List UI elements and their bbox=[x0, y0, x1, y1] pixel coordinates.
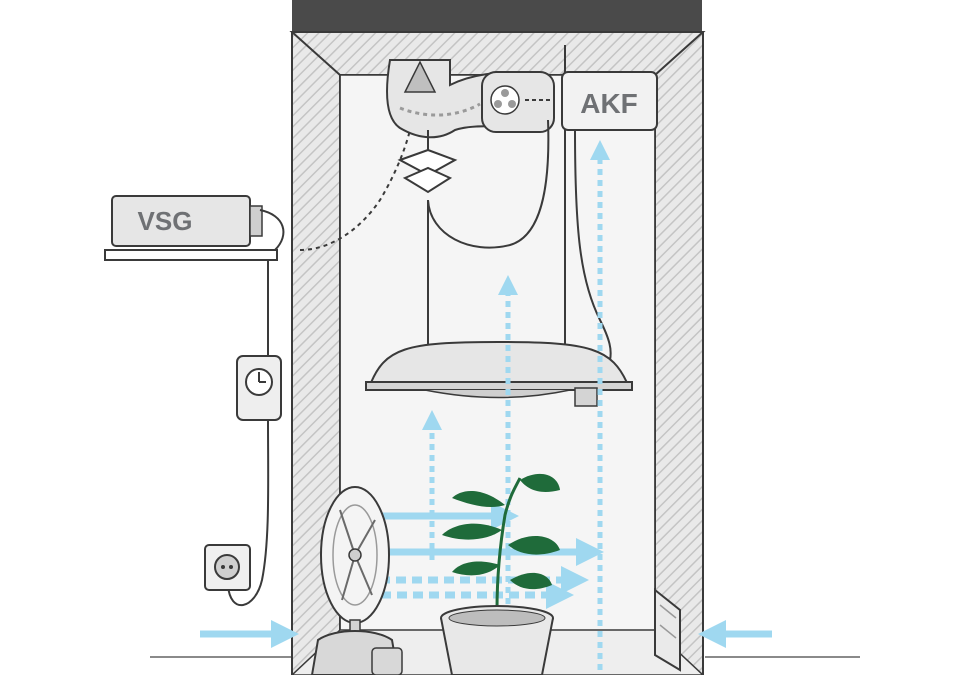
leaf-icon bbox=[508, 535, 560, 555]
grow-lamp-reflector bbox=[365, 340, 633, 407]
plant-pot-icon bbox=[440, 605, 554, 675]
tent-top-bar bbox=[292, 0, 702, 32]
fan-power-cable bbox=[427, 119, 550, 249]
vsg-label: VSG bbox=[138, 206, 193, 236]
lamp-bulb bbox=[574, 387, 598, 407]
controller-box: VSG bbox=[111, 195, 263, 247]
clip-fan-icon bbox=[397, 130, 458, 194]
leaf-icon bbox=[442, 523, 502, 540]
akf-label: AKF bbox=[580, 88, 638, 119]
fan-blades-icon bbox=[494, 89, 516, 108]
airflow-arrows bbox=[422, 140, 610, 670]
lamp-power-cable bbox=[574, 129, 612, 361]
leaf-icon bbox=[520, 473, 560, 492]
leaf-icon bbox=[510, 572, 552, 590]
tent-ceiling bbox=[289, 31, 706, 76]
tent-right-wall bbox=[654, 31, 704, 675]
timer-cable bbox=[227, 260, 270, 606]
inline-fan-icon bbox=[481, 71, 555, 133]
carbon-filter-unit: AKF bbox=[561, 71, 658, 131]
wall-socket-icon bbox=[204, 544, 251, 591]
controller-to-fan-cable bbox=[299, 129, 411, 251]
leaf-icon bbox=[452, 561, 500, 576]
leaf-icon bbox=[452, 490, 505, 508]
plant-icon bbox=[442, 473, 560, 611]
controller-shelf bbox=[104, 249, 278, 261]
timer-icon bbox=[236, 355, 282, 421]
floor-device bbox=[371, 647, 403, 675]
exhaust-up-arrow-icon bbox=[403, 60, 437, 93]
intake-flap-icon bbox=[654, 587, 681, 672]
controller-cable bbox=[259, 209, 285, 251]
